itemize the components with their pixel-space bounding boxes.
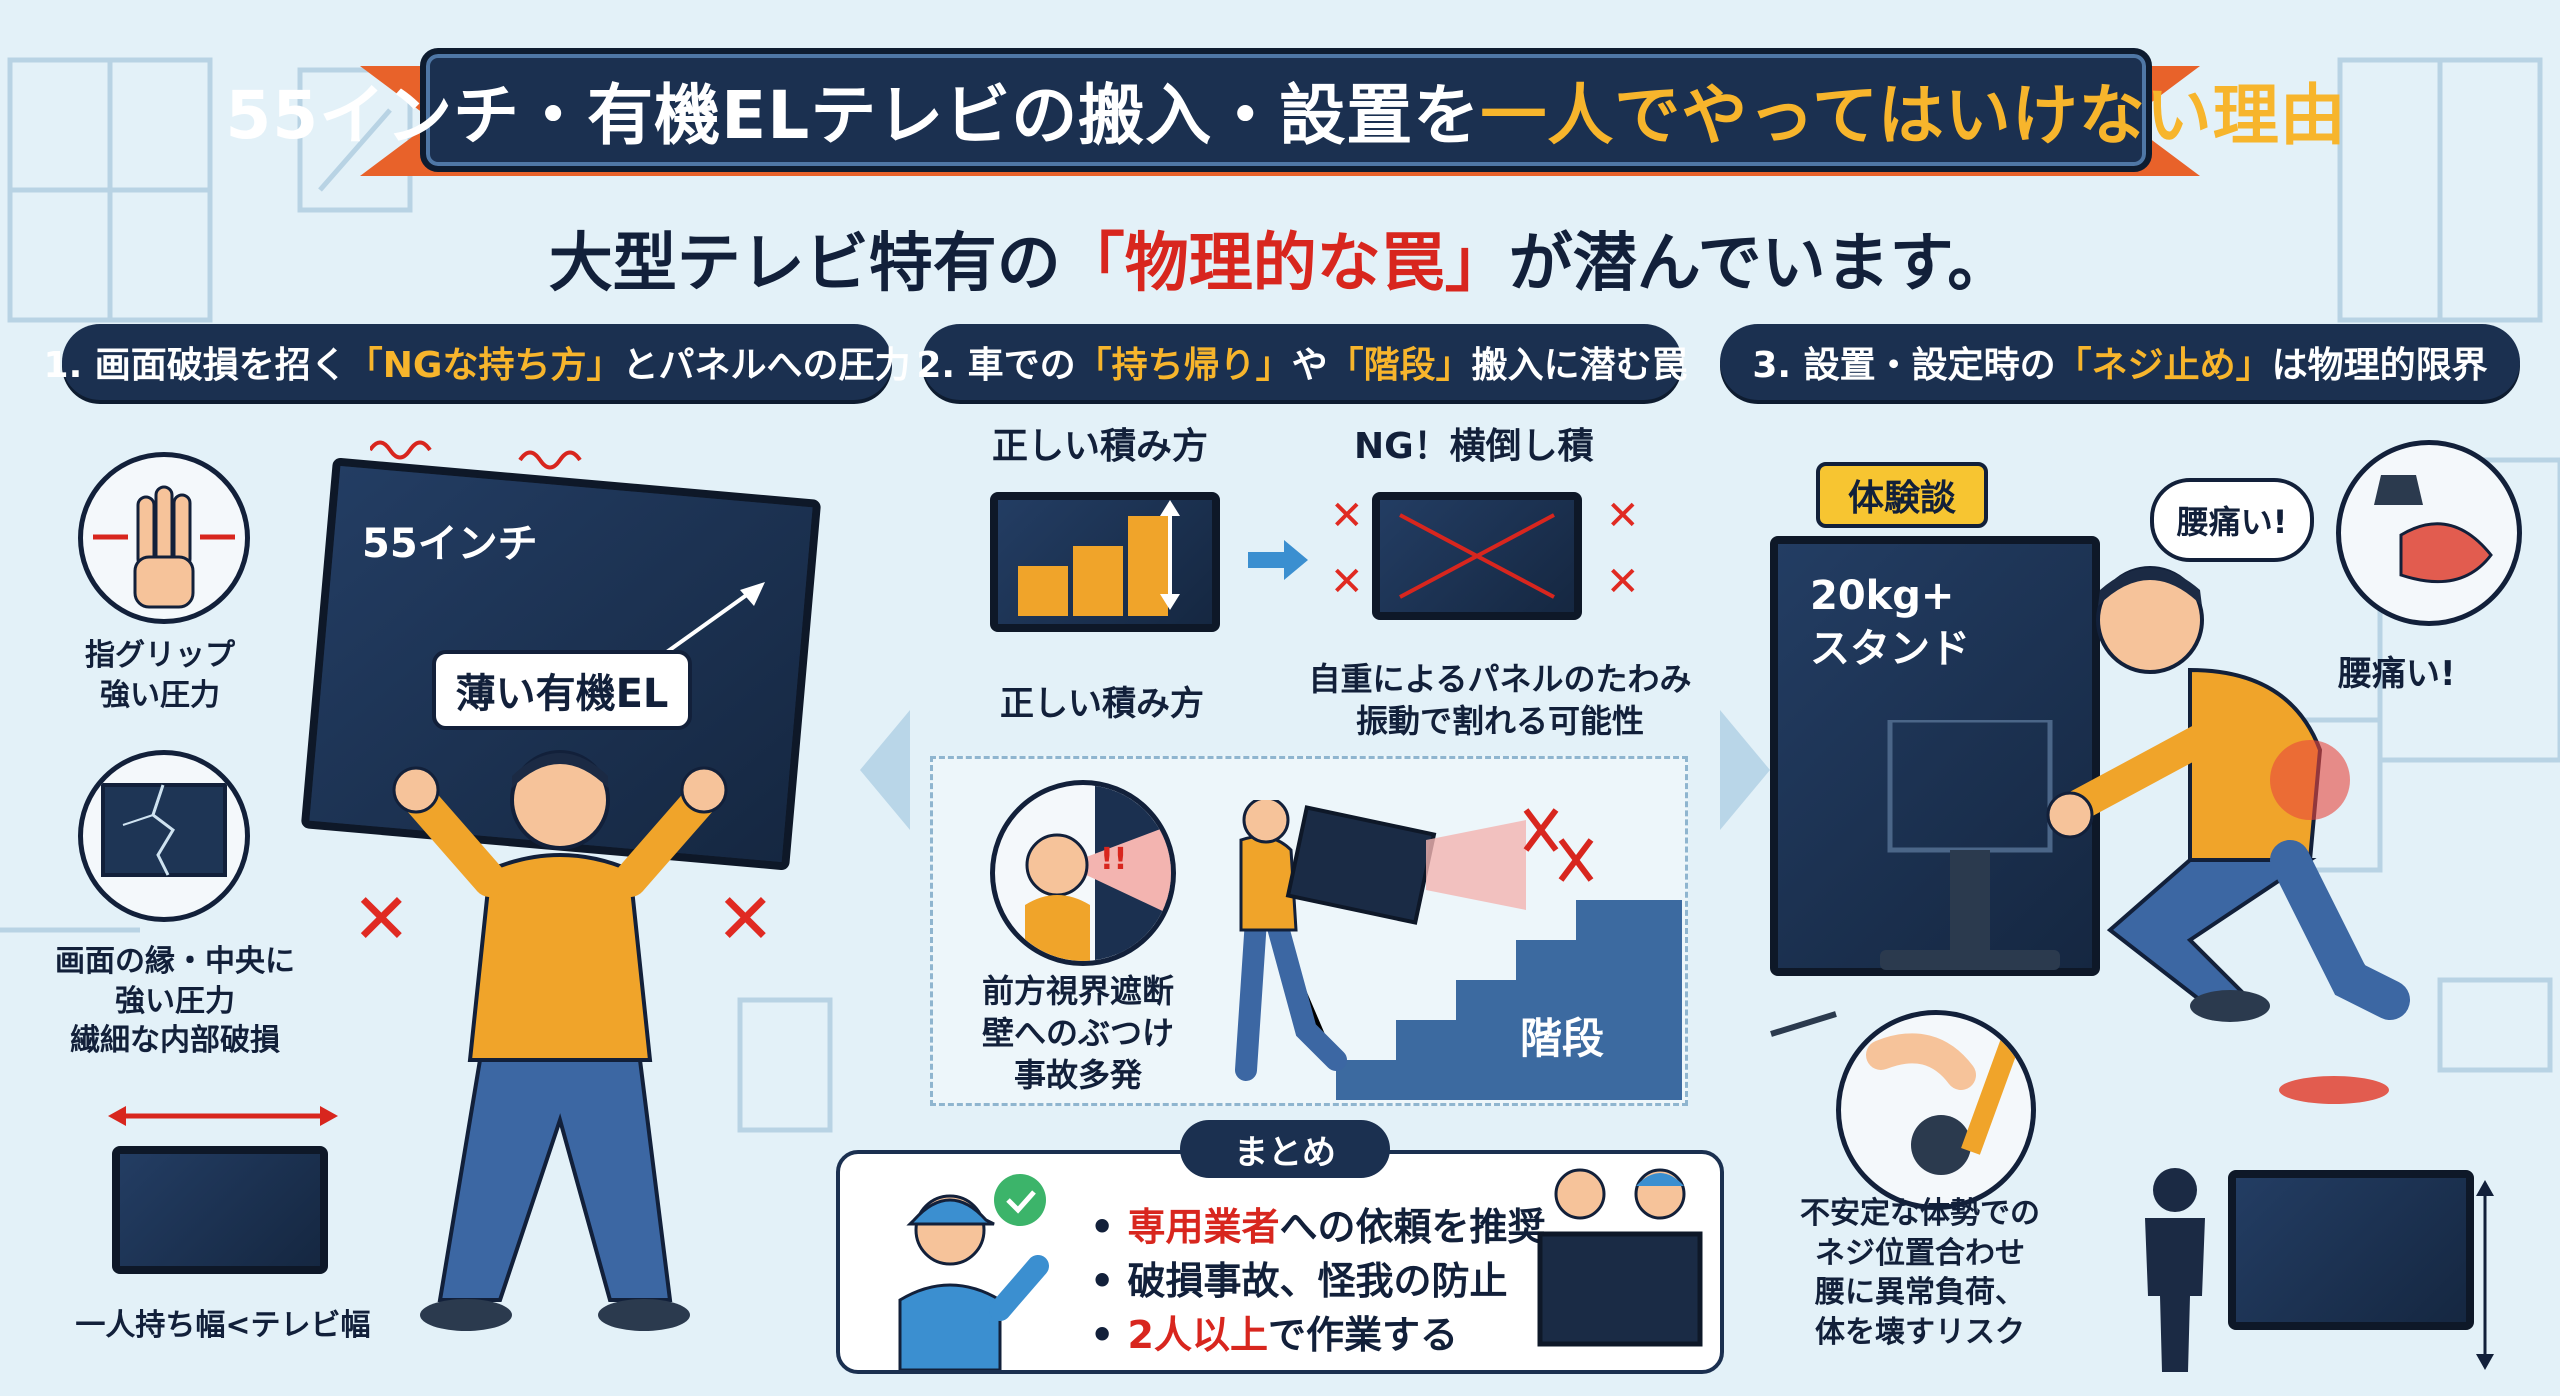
s1-post: とパネルへの圧力 <box>622 345 911 386</box>
ng-stack-tv <box>1372 492 1582 620</box>
title-pre: 55インチ・有機ELテレビの搬入・設置を <box>225 77 1481 154</box>
width-arrow-icon <box>108 1106 338 1126</box>
screw-icon <box>1770 1011 1837 1037</box>
summary-item-3-red: 2人以上 <box>1127 1313 1268 1357</box>
stairs-label: 階段 <box>1520 1014 1605 1063</box>
title-banner: 55インチ・有機ELテレビの搬入・設置を一人でやってはいけない理由 <box>225 48 2346 176</box>
person-carrying-icon <box>392 750 728 1331</box>
experience-badge: 体験談 <box>1816 462 1988 528</box>
back-pain-label: 腰痛い! <box>2338 654 2456 694</box>
s2-mid: や <box>1291 345 1328 386</box>
stairs-scene <box>1235 800 1682 1100</box>
risk-caption: 不安定な体勢での ネジ位置合わせ 腰に異常負荷、 体を壊すリスク <box>1800 1196 2040 1350</box>
s2-highlight: 「持ち帰り」 <box>1075 345 1292 386</box>
blocked-vision-icon <box>990 780 1176 966</box>
chevron-left-icon <box>860 710 910 830</box>
summary-item-3: • 2人以上で作業する <box>1090 1313 1458 1357</box>
cracked-screen-icon <box>78 750 250 922</box>
pain-bubble: 腰痛い! <box>2150 478 2314 562</box>
subtitle-pre: 大型テレビ特有の <box>548 227 1061 301</box>
section-1-header: 1. 画面破損を招く「NGな持ち方」とパネルへの圧力 <box>44 324 910 400</box>
correct-stack-heading: 正しい積み方 <box>992 426 1209 467</box>
weight-muscle-icon <box>2336 440 2522 626</box>
right-arrow-icon <box>1248 540 1308 580</box>
weight-label: 20kg+ スタンド <box>1810 573 1970 672</box>
screw-hand-icon <box>1836 1010 2036 1210</box>
x-mark-icon: ✕ <box>716 878 775 960</box>
stress-lines-icon <box>370 440 582 470</box>
cross-arrows-icon <box>1399 513 1555 599</box>
s1-pre: 1. 画面破損を招く <box>43 345 347 386</box>
correct-stack-caption: 正しい積み方 <box>1000 684 1204 724</box>
summary-item-1: • 専用業者への依頼を推奨 <box>1090 1205 1546 1249</box>
ng-stack-heading: NG！横倒し積 <box>1354 426 1594 467</box>
subtitle: 大型テレビ特有の「物理的な罠」が潜んでいます。 <box>0 212 2560 304</box>
s3-pre: 3. 設置・設定時の <box>1752 345 2056 386</box>
vision-caption: 前方視界遮断 壁へのぶつけ 事故多発 <box>981 972 1174 1095</box>
finger-grip-icon <box>78 452 250 624</box>
title-highlight: 一人でやってはいけない理由 <box>1480 77 2347 154</box>
tv-stand-icon <box>1880 720 2060 970</box>
subtitle-highlight: 「物理的な罠」 <box>1060 227 1509 301</box>
page-title: 55インチ・有機ELテレビの搬入・設置を一人でやってはいけない理由 <box>225 62 2346 158</box>
s2-pre: 2. 車での <box>916 345 1076 386</box>
x-mark-icon: ✕ <box>1606 559 1640 605</box>
s2-highlight2: 「階段」 <box>1327 345 1472 386</box>
x-mark-icon: ✕ <box>352 878 411 960</box>
edge-pressure-label: 画面の縁・中央に 強い圧力 繊細な内部破損 <box>55 944 295 1059</box>
summary-item-2-text: 破損事故、怪我の防止 <box>1127 1259 1508 1303</box>
width-label: 一人持ち幅<テレビ幅 <box>75 1308 371 1343</box>
muscle-small-icon <box>2279 1076 2389 1104</box>
person-kneeling-icon <box>2046 566 2410 1022</box>
x-mark-icon: ✕ <box>1330 559 1364 605</box>
banner-box: 55インチ・有機ELテレビの搬入・設置を一人でやってはいけない理由 <box>225 48 2346 172</box>
summary-item-1-text: への依頼を推奨 <box>1279 1205 1546 1249</box>
bar-icon <box>1018 516 1168 616</box>
section-2-header: 2. 車での「持ち帰り」や「階段」搬入に潜む罠 <box>916 324 1688 400</box>
tv-size-label: 55インチ <box>362 521 538 567</box>
s3-highlight: 「ネジ止め」 <box>2055 345 2272 386</box>
s1-highlight: 「NGな持ち方」 <box>346 345 623 386</box>
s2-post: 搬入に潜む罠 <box>1471 345 1688 386</box>
summary-item-2: • 破損事故、怪我の防止 <box>1090 1259 1508 1303</box>
section-3-header: 3. 設置・設定時の「ネジ止め」は物理的限界 <box>1720 324 2520 400</box>
summary-item-1-red: 専用業者 <box>1127 1205 1280 1249</box>
x-mark-icon: ✕ <box>1330 493 1364 539</box>
grip-label: 指グリップ 強い圧力 <box>85 638 235 713</box>
worker-icon <box>898 1174 1049 1370</box>
oled-label: 薄い有機EL <box>432 650 692 730</box>
big-tv-stand <box>1770 536 2100 976</box>
subtitle-post: が潜んでいます。 <box>1508 227 2012 301</box>
alert-mark: !! <box>1100 842 1128 877</box>
chevron-right-icon <box>1720 710 1770 830</box>
vertical-arrow-icon <box>1160 500 1180 610</box>
x-mark-icon: ✕ <box>1606 493 1640 539</box>
ng-stack-caption: 自重によるパネルのたわみ 振動で割れる可能性 <box>1308 660 1692 741</box>
correct-stack-tv <box>990 492 1220 632</box>
person-silhouette-icon <box>2145 1168 2205 1372</box>
two-workers-icon <box>1537 1168 1703 1347</box>
height-arrow-icon <box>2476 1180 2494 1370</box>
summary-title: まとめ <box>1180 1120 1390 1178</box>
s3-post: は物理的限界 <box>2271 345 2488 386</box>
summary-item-3-text: で作業する <box>1267 1313 1458 1357</box>
small-tv-icon <box>112 1146 328 1274</box>
comparison-tv <box>2228 1170 2474 1330</box>
